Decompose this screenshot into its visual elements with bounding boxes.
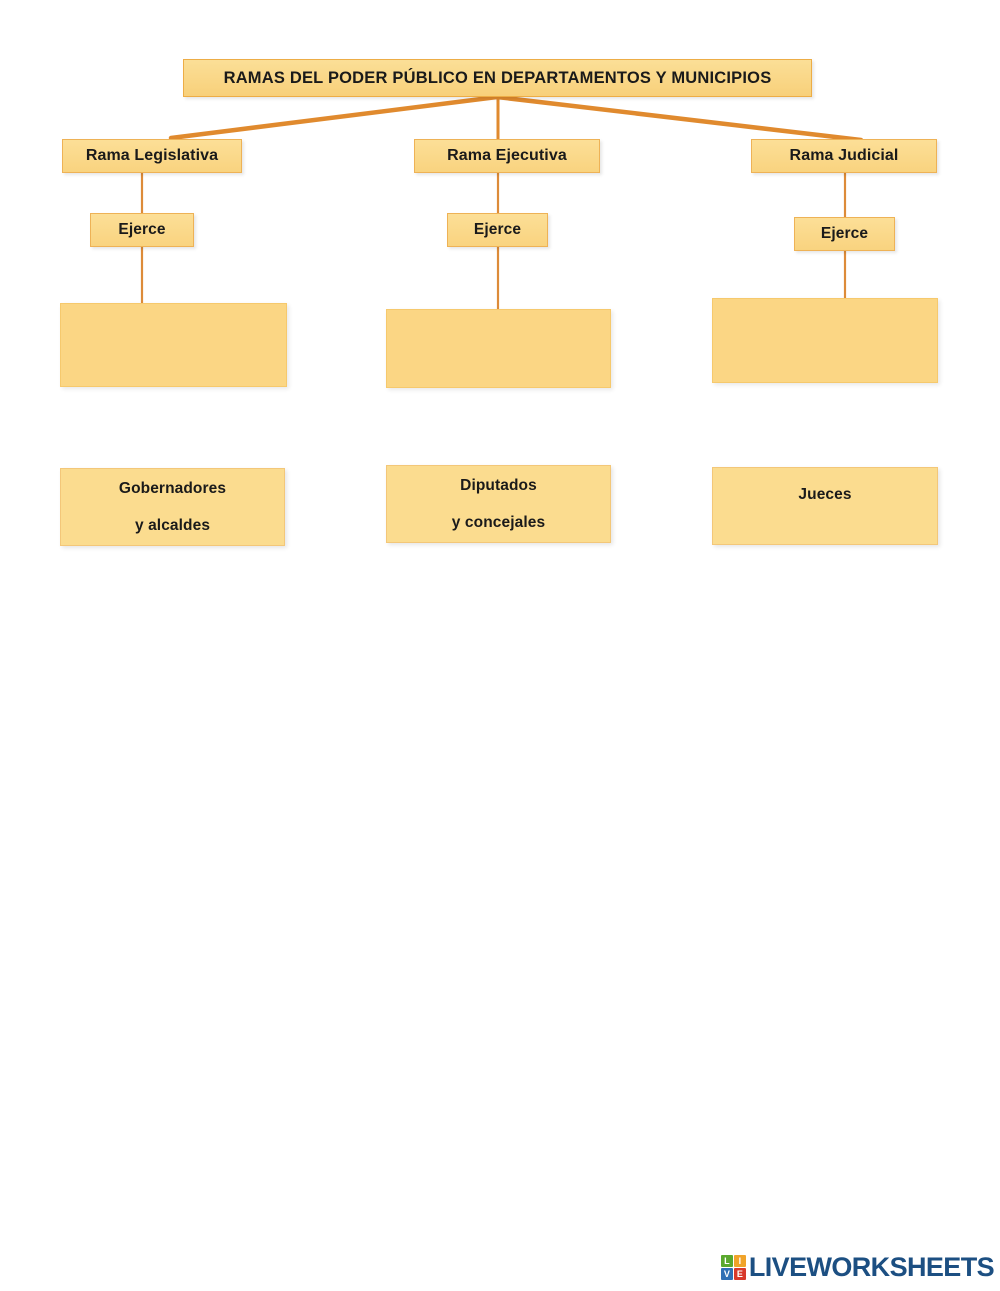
answer-line-1: Jueces [798, 486, 852, 503]
answer-line-1: Diputados [460, 477, 537, 494]
branch-box-ejecutiva: Rama Ejecutiva [414, 139, 600, 173]
dropzone-judicial[interactable] [712, 298, 938, 383]
answer-line-2: y alcaldes [134, 517, 211, 534]
liveworksheets-wordmark: LIVEWORKSHEETS [748, 1252, 995, 1282]
branch-box-judicial: Rama Judicial [751, 139, 937, 173]
ejerce-label-legislativa: Ejerce [118, 221, 166, 238]
ejerce-box-judicial: Ejerce [794, 217, 895, 251]
dropzone-ejecutiva[interactable] [386, 309, 611, 388]
logo-letter-e: E [733, 1268, 746, 1280]
connector-root-to-judicial [494, 94, 864, 143]
diagram-title-box: RAMAS DEL PODER PÚBLICO EN DEPARTAMENTOS… [183, 59, 812, 97]
liveworksheets-logo[interactable]: L I V E LIVEWORKSHEETS [720, 1252, 995, 1283]
branch-label-judicial: Rama Judicial [789, 147, 899, 164]
answer-box-diputados[interactable]: Diputados y concejales [386, 465, 611, 543]
answer-box-jueces[interactable]: Jueces [712, 467, 938, 545]
logo-letter-i: I [733, 1255, 746, 1267]
diagram-title-text: RAMAS DEL PODER PÚBLICO EN DEPARTAMENTOS… [223, 68, 772, 87]
connector-root-to-legislativa [168, 94, 500, 141]
branch-box-legislativa: Rama Legislativa [62, 139, 242, 173]
answer-box-gobernadores[interactable]: Gobernadores y alcaldes [60, 468, 285, 546]
logo-letter-l: L [720, 1255, 733, 1267]
dropzone-legislativa[interactable] [60, 303, 287, 387]
ejerce-box-legislativa: Ejerce [90, 213, 194, 247]
liveworksheets-mark-icon: L I V E [720, 1255, 746, 1280]
ejerce-label-ejecutiva: Ejerce [473, 221, 522, 238]
branch-label-ejecutiva: Rama Ejecutiva [447, 147, 567, 164]
answer-line-1: Gobernadores [118, 480, 227, 497]
ejerce-label-judicial: Ejerce [820, 225, 869, 242]
branch-label-legislativa: Rama Legislativa [85, 147, 219, 164]
logo-letter-v: V [720, 1268, 733, 1280]
answer-line-2: y concejales [451, 514, 546, 531]
ejerce-box-ejecutiva: Ejerce [447, 213, 548, 247]
